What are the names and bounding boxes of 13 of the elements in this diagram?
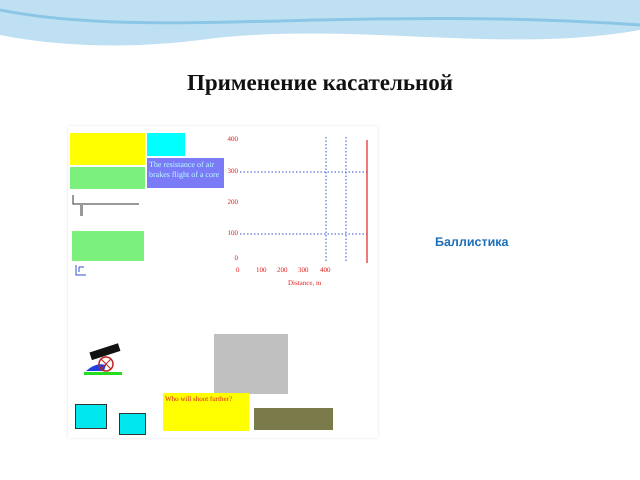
status-panel xyxy=(254,408,333,430)
side-heading: Баллистика xyxy=(435,235,508,249)
text-text: The resistance of air brakes flight of a core xyxy=(149,160,220,181)
info-panel xyxy=(147,133,185,156)
button-panel xyxy=(75,404,107,429)
note-panel xyxy=(214,334,288,394)
button-panel xyxy=(119,413,146,435)
angle-panel xyxy=(70,167,145,189)
question-panel xyxy=(163,393,249,431)
slide-title: Применение касательной xyxy=(186,70,454,96)
settings-panel xyxy=(70,133,145,165)
option-panel xyxy=(72,231,144,261)
text-panel xyxy=(147,158,224,188)
